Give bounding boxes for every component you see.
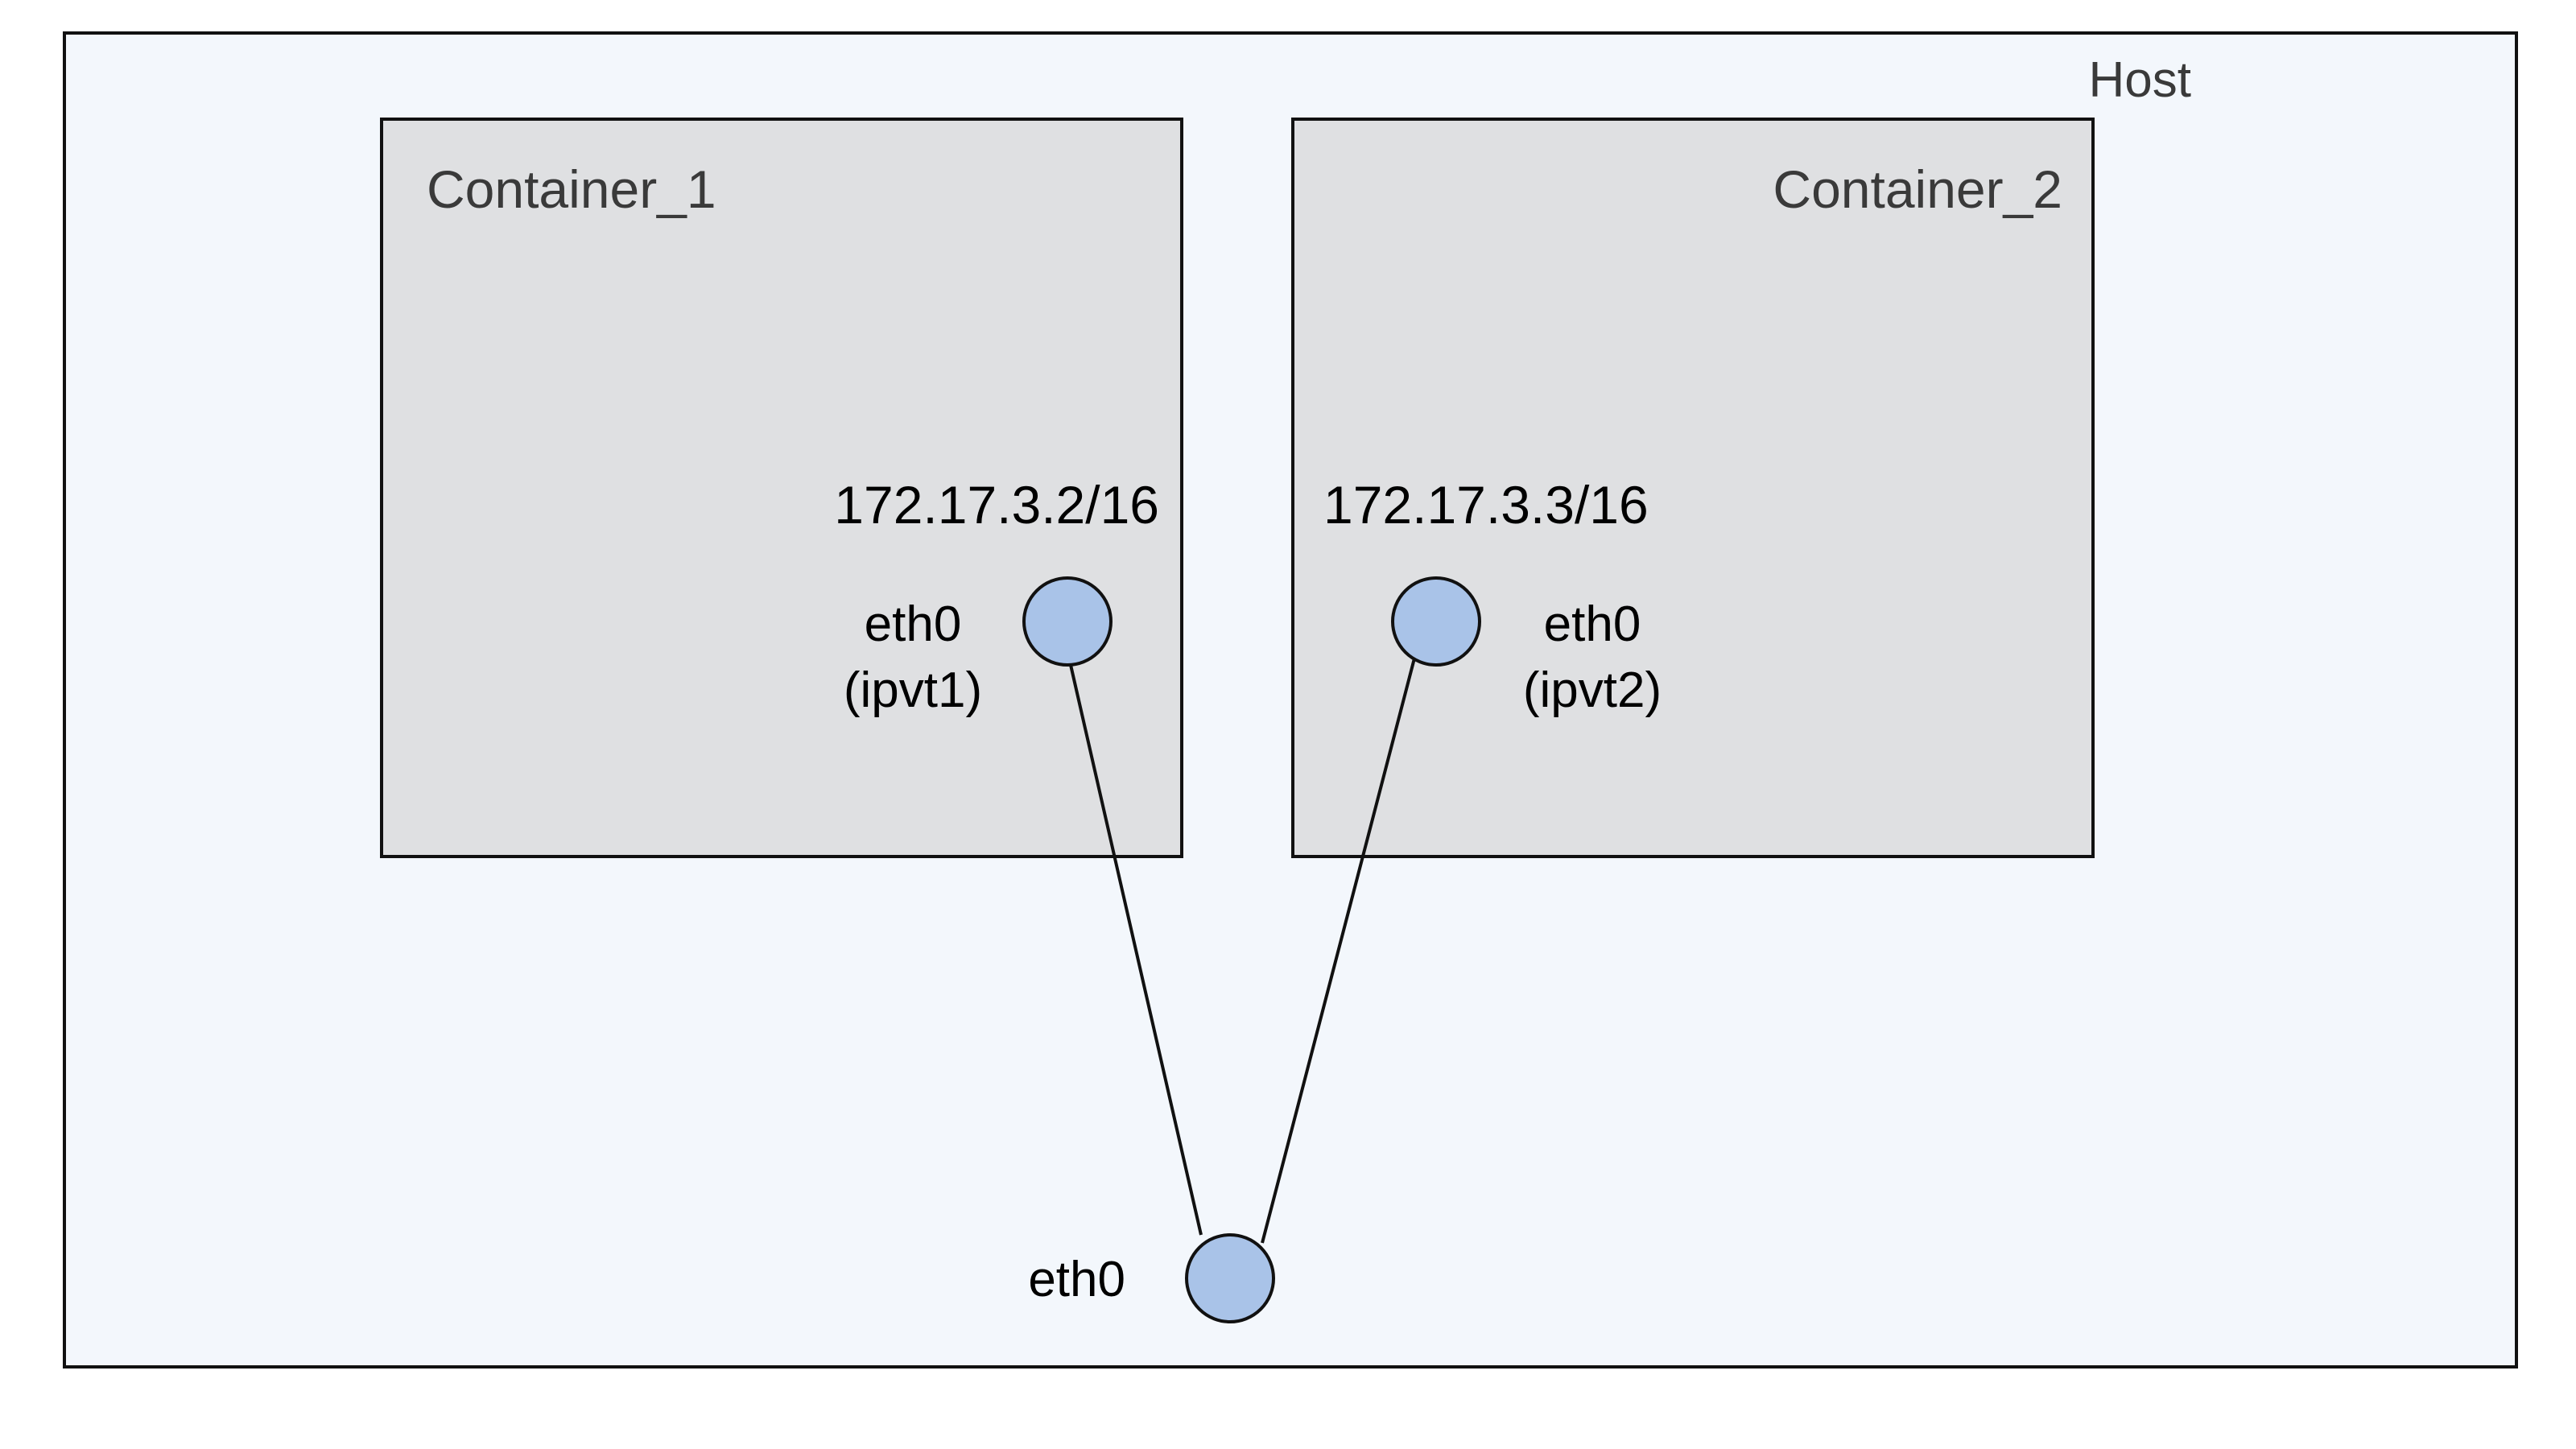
container-1-eth0-interface xyxy=(1022,576,1113,667)
link-container-2-to-host xyxy=(1261,654,1417,1244)
container-2-eth0-interface xyxy=(1391,576,1481,667)
container-1-interface-sub-label: (ipvt1) xyxy=(844,663,982,718)
container-2-box xyxy=(1291,118,2095,858)
host-eth0-interface xyxy=(1185,1233,1275,1323)
container-2-label: Container_2 xyxy=(1773,159,2062,219)
container-2-interface-label: eth0 xyxy=(1544,597,1641,652)
container-1-ip-label: 172.17.3.2/16 xyxy=(834,475,1159,535)
link-container-1-to-host xyxy=(1069,664,1203,1236)
host-interface-label: eth0 xyxy=(1028,1252,1125,1307)
container-2-interface-sub-label: (ipvt2) xyxy=(1523,663,1662,718)
container-1-label: Container_1 xyxy=(427,159,716,219)
container-1-interface-label: eth0 xyxy=(865,597,962,652)
host-label: Host xyxy=(2089,52,2191,108)
container-2-ip-label: 172.17.3.3/16 xyxy=(1323,475,1649,535)
container-1-box xyxy=(380,118,1183,858)
